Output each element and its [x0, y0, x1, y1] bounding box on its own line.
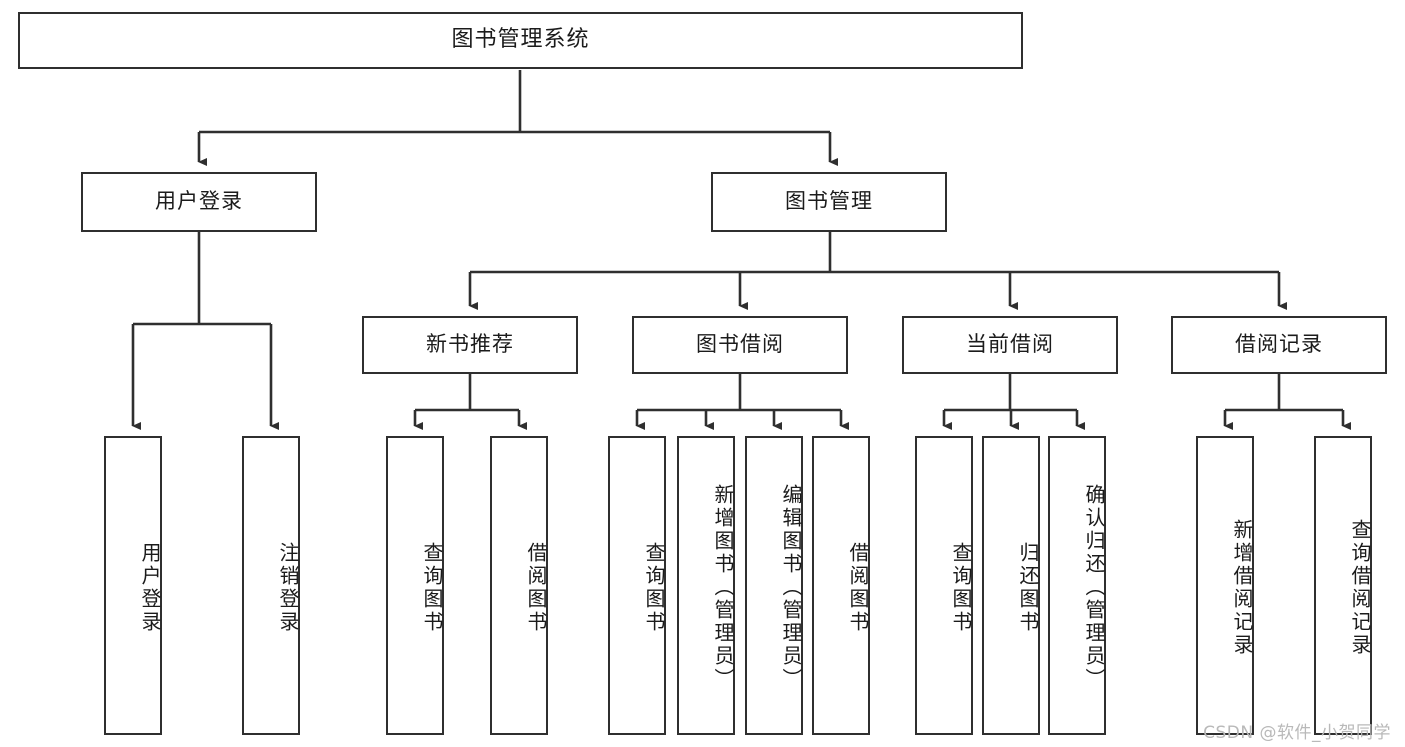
node-borrow-record-label: 借阅记录 [1235, 332, 1323, 357]
node-current-borrow[interactable]: 当前借阅 [902, 316, 1118, 374]
leaf-edit-book-label: 编辑图书（管理员） [779, 484, 803, 691]
leaf-add-book[interactable]: 新增图书（管理员） [677, 436, 735, 735]
leaf-query-book-3[interactable]: 查询图书 [915, 436, 973, 735]
leaf-add-book-label: 新增图书（管理员） [711, 484, 735, 691]
leaf-add-record[interactable]: 新增借阅记录 [1196, 436, 1254, 735]
leaf-confirm-return-label: 确认归还（管理员） [1082, 484, 1106, 691]
leaf-query-book-1[interactable]: 查询图书 [386, 436, 444, 735]
csdn-watermark: CSDN @软件_小贺同学 [1203, 723, 1391, 743]
leaf-query-record[interactable]: 查询借阅记录 [1314, 436, 1372, 735]
leaf-query-book-1-label: 查询图书 [420, 541, 444, 634]
node-user-login[interactable]: 用户登录 [81, 172, 317, 232]
node-book-manage[interactable]: 图书管理 [711, 172, 947, 232]
node-new-book-recommend[interactable]: 新书推荐 [362, 316, 578, 374]
leaf-add-record-label: 新增借阅记录 [1230, 518, 1254, 657]
leaf-user-login[interactable]: 用户登录 [104, 436, 162, 735]
node-book-borrow[interactable]: 图书借阅 [632, 316, 848, 374]
leaf-borrow-book-2-label: 借阅图书 [846, 541, 870, 634]
leaf-borrow-book-1[interactable]: 借阅图书 [490, 436, 548, 735]
node-book-manage-label: 图书管理 [785, 189, 873, 214]
leaf-logout-login[interactable]: 注销登录 [242, 436, 300, 735]
leaf-query-book-2-label: 查询图书 [642, 541, 666, 634]
leaf-edit-book[interactable]: 编辑图书（管理员） [745, 436, 803, 735]
leaf-query-book-3-label: 查询图书 [949, 541, 973, 634]
leaf-logout-login-label: 注销登录 [276, 541, 300, 634]
leaf-return-book-label: 归还图书 [1016, 541, 1040, 634]
node-book-borrow-label: 图书借阅 [696, 332, 784, 357]
leaf-borrow-book-1-label: 借阅图书 [524, 541, 548, 634]
leaf-confirm-return[interactable]: 确认归还（管理员） [1048, 436, 1106, 735]
leaf-query-record-label: 查询借阅记录 [1348, 518, 1372, 657]
node-user-login-label: 用户登录 [155, 189, 243, 214]
leaf-return-book[interactable]: 归还图书 [982, 436, 1040, 735]
node-root-label: 图书管理系统 [451, 27, 590, 53]
node-root[interactable]: 图书管理系统 [18, 12, 1023, 69]
node-new-book-recommend-label: 新书推荐 [426, 332, 514, 357]
node-borrow-record[interactable]: 借阅记录 [1171, 316, 1387, 374]
node-current-borrow-label: 当前借阅 [966, 332, 1054, 357]
leaf-borrow-book-2[interactable]: 借阅图书 [812, 436, 870, 735]
leaf-user-login-label: 用户登录 [138, 541, 162, 634]
leaf-query-book-2[interactable]: 查询图书 [608, 436, 666, 735]
